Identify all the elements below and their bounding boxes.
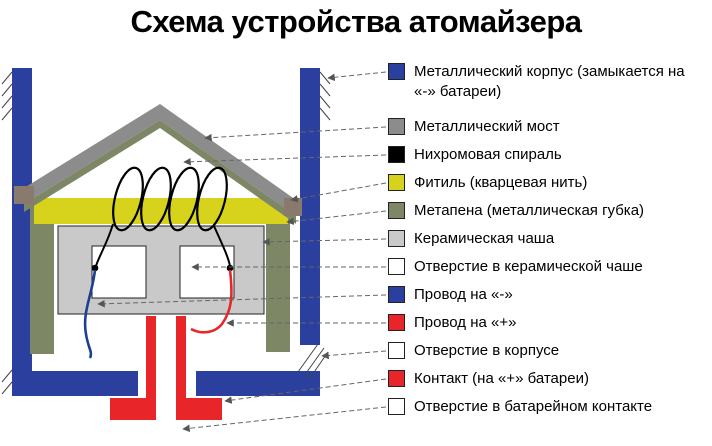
legend-label: Металлический корпус (замыкается на «-» … [414,63,685,100]
legend-swatch [388,286,405,303]
leader-line [183,154,387,166]
legend-label: Нихромовая спираль [414,146,562,163]
legend-item-ceramic-cup: Керамическая чаша [388,229,710,249]
legend-label: Отверстие в корпусе [414,342,560,359]
legend-label: Провод на «-» [414,286,513,303]
page-title: Схема устройства атомайзера [130,4,582,39]
metafoam-bars [30,204,290,354]
plus-contact [110,316,222,420]
leader-line [204,126,387,142]
leader-line [224,378,387,404]
wire-joint-dot-right [226,264,234,272]
nichrome-spiral [91,166,234,272]
legend-label: Контакт (на «+» батареи) [414,370,589,387]
legend-label: Отверстие в керамической чаше [414,258,643,275]
leader-line [290,182,387,203]
legend-swatch [388,202,405,219]
legend-swatch [388,398,405,415]
legend-item-contact-hole: Отверстие в батарейном контакте [388,397,710,417]
legend-item-cup-hole: Отверстие в керамической чаше [388,257,710,277]
legend-label: Метапена (металлическая губка) [414,202,645,219]
legend: Металлический корпус (замыкается на «-» … [388,0,710,446]
leader-line [97,294,387,308]
legend-item-body-hole: Отверстие в корпусе [388,341,710,361]
ceramic-cup-hole-right [179,245,235,299]
legend-item-wire-minus: Провод на «-» [388,285,710,305]
leader-line [182,406,387,433]
legend-swatch [388,230,405,247]
legend-item-corpus: Металлический корпус (замыкается на «-» … [388,62,710,102]
metal-body [12,68,320,396]
legend-swatch [388,118,405,135]
legend-item-spiral: Нихромовая спираль [388,145,710,165]
wire-joint-dot-left [91,264,99,272]
legend-item-bridge: Металлический мост [388,117,710,137]
legend-swatch [388,174,405,191]
legend-swatch [388,342,405,359]
wire-plus [190,269,233,334]
legend-swatch [388,314,405,331]
hatch-marks [1,71,331,395]
leader-line [321,350,387,360]
metal-bridge [14,104,302,224]
legend-item-metafoam: Метапена (металлическая губка) [388,201,710,221]
legend-label: Металлический мост [414,118,560,135]
leader-line [286,210,387,225]
legend-swatch [388,370,405,387]
legend-swatch [388,146,405,163]
legend-item-wick: Фитиль (кварцевая нить) [388,173,710,193]
legend-item-wire-plus: Провод на «+» [388,313,710,333]
leader-line [327,71,387,82]
legend-swatch [388,63,405,80]
leader-line [262,238,387,246]
legend-item-contact: Контакт (на «+» батареи) [388,369,710,389]
legend-label: Керамическая чаша [414,230,555,247]
legend-label: Отверстие в батарейном контакте [414,398,653,415]
legend-swatch [388,258,405,275]
legend-label: Фитиль (кварцевая нить) [414,174,588,191]
wire-minus [83,269,97,359]
legend-label: Провод на «+» [414,314,517,331]
leader-lines [97,71,387,433]
